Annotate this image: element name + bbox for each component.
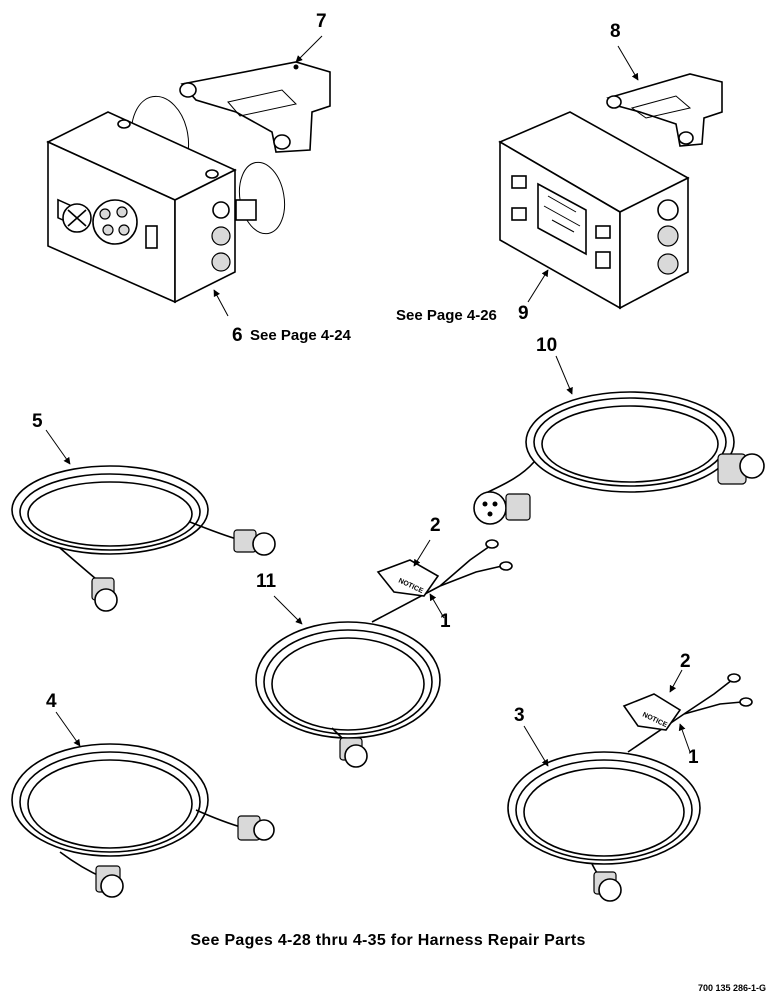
cable-item-4 bbox=[11, 743, 275, 898]
cable-item-10 bbox=[473, 391, 765, 525]
callout-8: 8 bbox=[610, 21, 621, 42]
reference-item-9: See Page 4-26 bbox=[396, 307, 497, 324]
cable-item-11: NOTICE bbox=[255, 539, 513, 768]
monitor-box-item-9 bbox=[498, 111, 690, 310]
footer-note: See Pages 4-28 thru 4-35 for Harness Rep… bbox=[190, 932, 586, 949]
callout-11: 11 bbox=[256, 571, 277, 592]
callout-4: 4 bbox=[46, 691, 57, 712]
callout-2a: 2 bbox=[430, 515, 441, 536]
leader-lines bbox=[45, 35, 691, 767]
callout-1a: 1 bbox=[440, 611, 451, 632]
bracket-item-7 bbox=[179, 61, 331, 153]
callout-3: 3 bbox=[514, 705, 525, 726]
reference-item-6: See Page 4-24 bbox=[250, 327, 351, 344]
callout-1b: 1 bbox=[688, 747, 699, 768]
cable-item-5 bbox=[11, 465, 276, 612]
cable-item-3: NOTICE bbox=[507, 673, 753, 902]
callout-7: 7 bbox=[316, 11, 327, 32]
callout-10: 10 bbox=[536, 335, 558, 356]
bracket-item-8 bbox=[606, 73, 723, 147]
callout-6: 6 bbox=[232, 325, 243, 346]
callout-9: 9 bbox=[518, 303, 529, 324]
drawing-number: 700 135 286-1-G bbox=[697, 983, 766, 993]
callout-2b: 2 bbox=[680, 651, 691, 672]
control-box-item-6 bbox=[46, 95, 286, 304]
callout-5: 5 bbox=[32, 411, 43, 432]
